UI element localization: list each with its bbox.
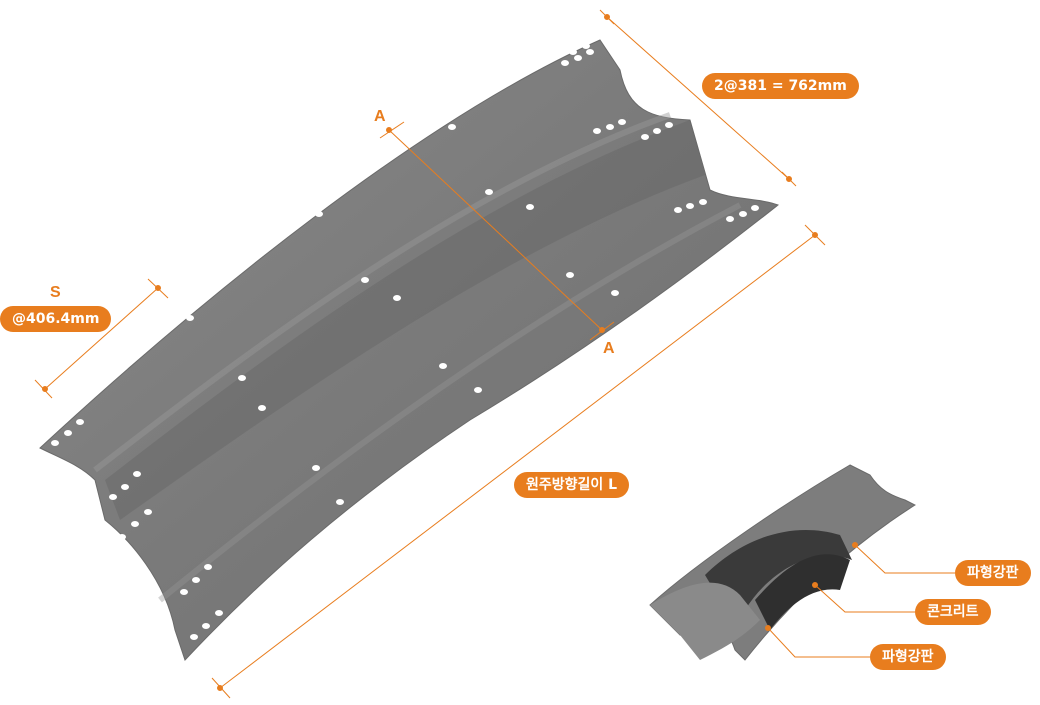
- callout-top-steel: 파형강판: [955, 560, 1031, 586]
- composite-panel: [649, 464, 917, 661]
- spacing-letter: S: [50, 284, 61, 301]
- callout-bottom-steel: 파형강판: [870, 644, 946, 670]
- bolt-holes: [51, 43, 759, 640]
- plate-ridge-highlight: [93, 112, 672, 473]
- callout-leaders: [767, 544, 955, 658]
- plate-ridge-shade: [105, 120, 705, 520]
- spacing-dimension-label: @406.4mm: [0, 306, 112, 332]
- section-label-top: A: [374, 108, 386, 125]
- dimension-lines: [34, 9, 826, 699]
- length-dimension-label: 원주방향길이 L: [514, 472, 630, 498]
- section-label-bottom: A: [603, 340, 615, 357]
- callout-concrete: 콘크리트: [915, 599, 991, 625]
- plate-valley-highlight: [158, 202, 742, 603]
- corrugated-plate: [39, 39, 779, 661]
- pitch-dimension-label: 2@381 = 762mm: [702, 73, 859, 99]
